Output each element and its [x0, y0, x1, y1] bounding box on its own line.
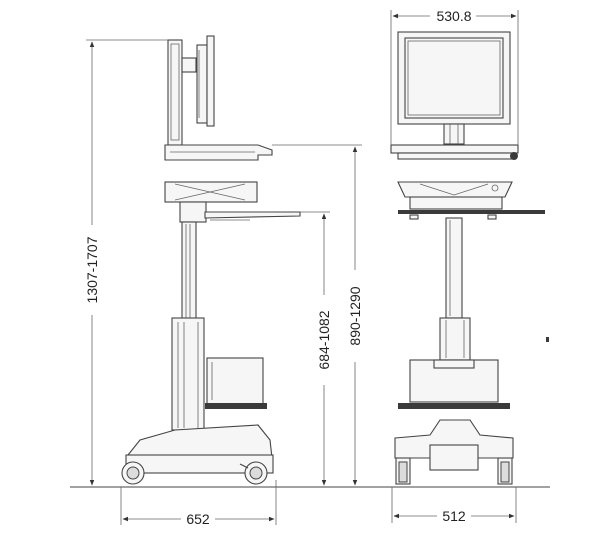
- tray-height-label: 890-1290: [347, 286, 363, 345]
- side-view: [121, 35, 301, 485]
- side-base: [127, 424, 273, 459]
- side-cpu-box: [206, 357, 264, 405]
- side-worksurface: [164, 144, 273, 161]
- side-monitor-mast: [167, 39, 183, 146]
- side-monitor: [196, 44, 208, 124]
- front-worksurface: [390, 144, 519, 154]
- side-width-label: 652: [186, 511, 210, 527]
- total-height-label: 1307-1707: [84, 236, 100, 303]
- dim-tray-height: 890-1290: [272, 144, 363, 486]
- front-column-lower: [439, 317, 471, 361]
- shelf-height-label: 684-1082: [316, 310, 332, 369]
- side-column-upper: [181, 221, 197, 321]
- dim-shelf-height: 684-1082: [300, 211, 332, 486]
- top-width-label: 530.8: [436, 8, 471, 24]
- front-column-upper: [445, 217, 463, 319]
- dim-side-width: 652: [120, 480, 277, 527]
- dim-front-width: 512: [391, 487, 517, 524]
- side-shelf: [204, 211, 301, 219]
- dim-total-height: 1307-1707: [84, 39, 168, 486]
- side-lower-shelf: [205, 403, 267, 409]
- front-monitor: [397, 31, 511, 125]
- front-view: [390, 31, 545, 485]
- front-shelf: [398, 210, 545, 214]
- front-lower-shelf: [398, 403, 510, 409]
- front-width-label: 512: [442, 508, 466, 524]
- front-monitor-neck: [443, 123, 465, 145]
- side-column-lower: [171, 317, 205, 431]
- dim-top-width: 530.8: [390, 7, 519, 145]
